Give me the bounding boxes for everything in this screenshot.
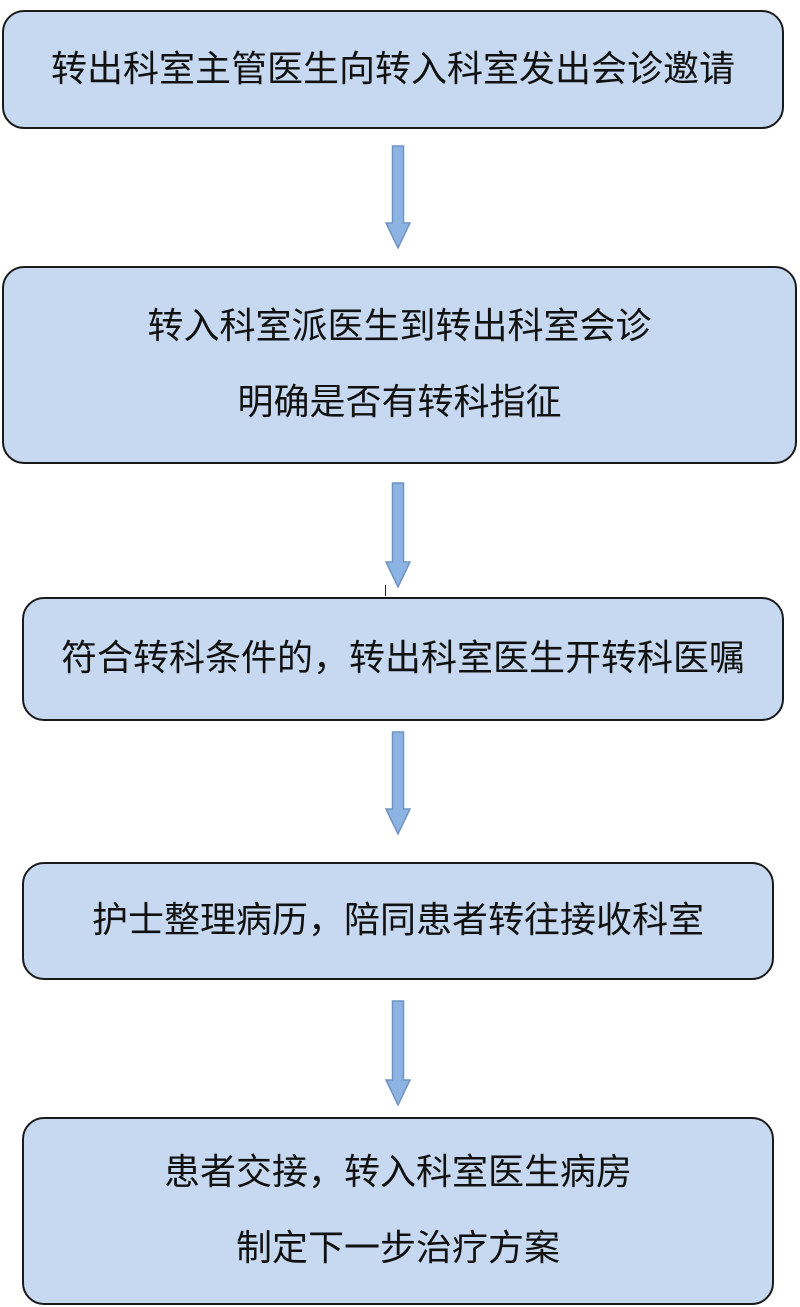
down-arrow-icon — [385, 145, 411, 249]
down-arrow-icon — [385, 731, 411, 835]
flow-step-handover-plan: 患者交接，转入科室医生病房 制定下一步治疗方案 — [22, 1117, 774, 1305]
down-arrow-icon — [385, 482, 411, 588]
step-text: 患者交接，转入科室医生病房 — [163, 1152, 632, 1193]
flow-step-consultation-request: 转出科室主管医生向转入科室发出会诊邀请 — [2, 10, 784, 129]
connector-tick — [385, 585, 386, 596]
step-text: 转入科室派医生到转出科室会诊 — [147, 306, 652, 347]
step-text: 符合转科条件的，转出科室医生开转科医嘱 — [60, 638, 745, 679]
down-arrow-icon — [385, 1000, 411, 1106]
flow-step-consultation-visit: 转入科室派医生到转出科室会诊 明确是否有转科指征 — [2, 266, 797, 464]
step-text: 护士整理病历，陪同患者转往接收科室 — [91, 900, 704, 941]
flow-step-nurse-escort: 护士整理病历，陪同患者转往接收科室 — [22, 862, 774, 980]
step-text: 转出科室主管医生向转入科室发出会诊邀请 — [50, 48, 735, 90]
step-text: 明确是否有转科指征 — [237, 382, 562, 423]
step-text: 制定下一步治疗方案 — [235, 1228, 560, 1269]
flow-step-transfer-order: 符合转科条件的，转出科室医生开转科医嘱 — [22, 597, 784, 721]
